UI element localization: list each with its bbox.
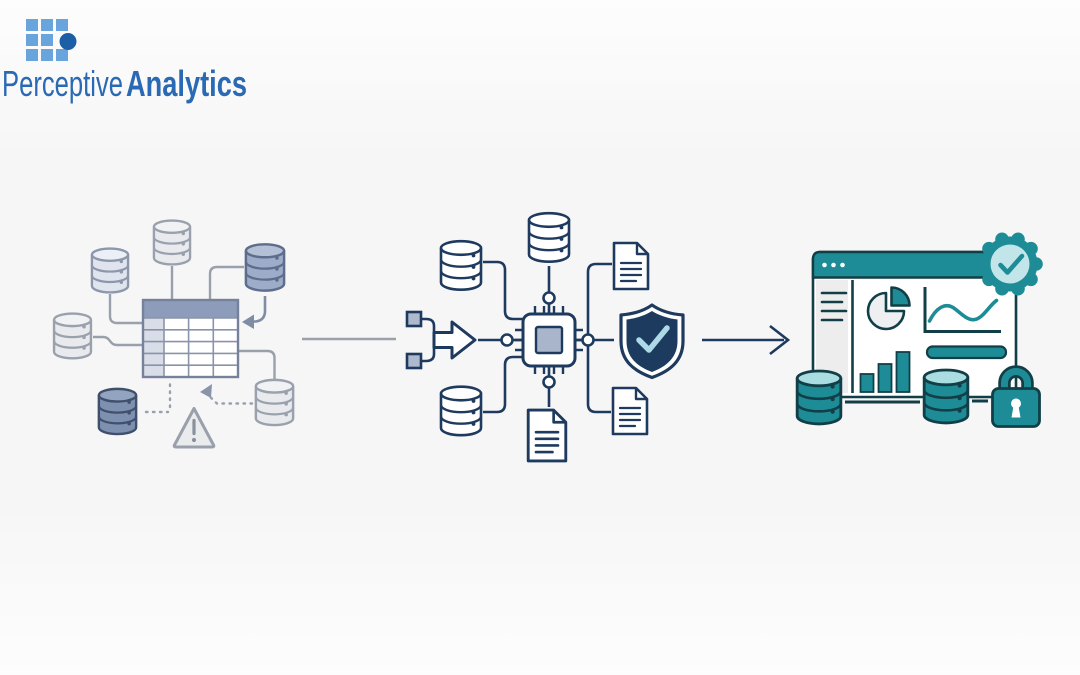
connector-line (108, 294, 143, 325)
circuit-node-icon (581, 333, 595, 347)
verified-badge-icon (977, 232, 1043, 296)
merge-arrow-icon (405, 310, 477, 370)
security-shield-check-icon (619, 303, 685, 380)
dashed-arrowhead (200, 384, 212, 398)
logo-dot-icon (59, 33, 77, 50)
stage-arrow-icon (702, 324, 791, 356)
logo-text-bold: Analytics (126, 63, 247, 104)
connector-line (238, 349, 276, 379)
database-icon (54, 313, 91, 359)
padlock-icon (991, 365, 1041, 428)
warning-triangle-icon (172, 407, 216, 449)
document-icon (612, 241, 650, 291)
logo: Perceptive Analytics (2, 19, 247, 104)
document-icon (526, 408, 568, 463)
database-icon (441, 241, 481, 290)
database-icon (98, 388, 137, 435)
stage-raw-data-sources (54, 220, 294, 449)
connector-line (208, 265, 244, 300)
circuit-node-icon (542, 291, 556, 305)
stage-analytics-dashboard (797, 232, 1043, 428)
spreadsheet-table-icon (141, 298, 240, 379)
pie-chart-icon (866, 286, 911, 331)
connector-line (586, 345, 611, 414)
line-chart-icon (923, 287, 1001, 333)
window-dots-icon (822, 262, 845, 268)
connector-line (483, 355, 523, 414)
bar-chart-icon (859, 351, 911, 393)
sidebar-menu-lines (820, 291, 848, 322)
database-icon (797, 370, 841, 424)
database-icon (441, 386, 481, 436)
circuit-node-icon (500, 333, 514, 347)
database-icon (924, 369, 968, 423)
arrow-into-table-icon (242, 296, 267, 329)
database-icon (91, 248, 129, 293)
database-icon (153, 220, 191, 265)
connector-line (483, 260, 523, 321)
database-icon (529, 213, 569, 262)
logo-text-regular: Perceptive (2, 63, 123, 104)
dashed-connector (205, 392, 254, 405)
connector-line (586, 262, 612, 335)
logo-grid-icon (26, 19, 77, 61)
circuit-node-icon (542, 375, 556, 389)
progress-bar-icon (925, 345, 1008, 360)
document-icon (611, 386, 649, 436)
database-icon (245, 244, 285, 291)
connector-line (93, 335, 143, 347)
stage-data-processing (405, 213, 685, 463)
database-icon (255, 379, 294, 426)
cpu-chip-icon (515, 306, 583, 374)
